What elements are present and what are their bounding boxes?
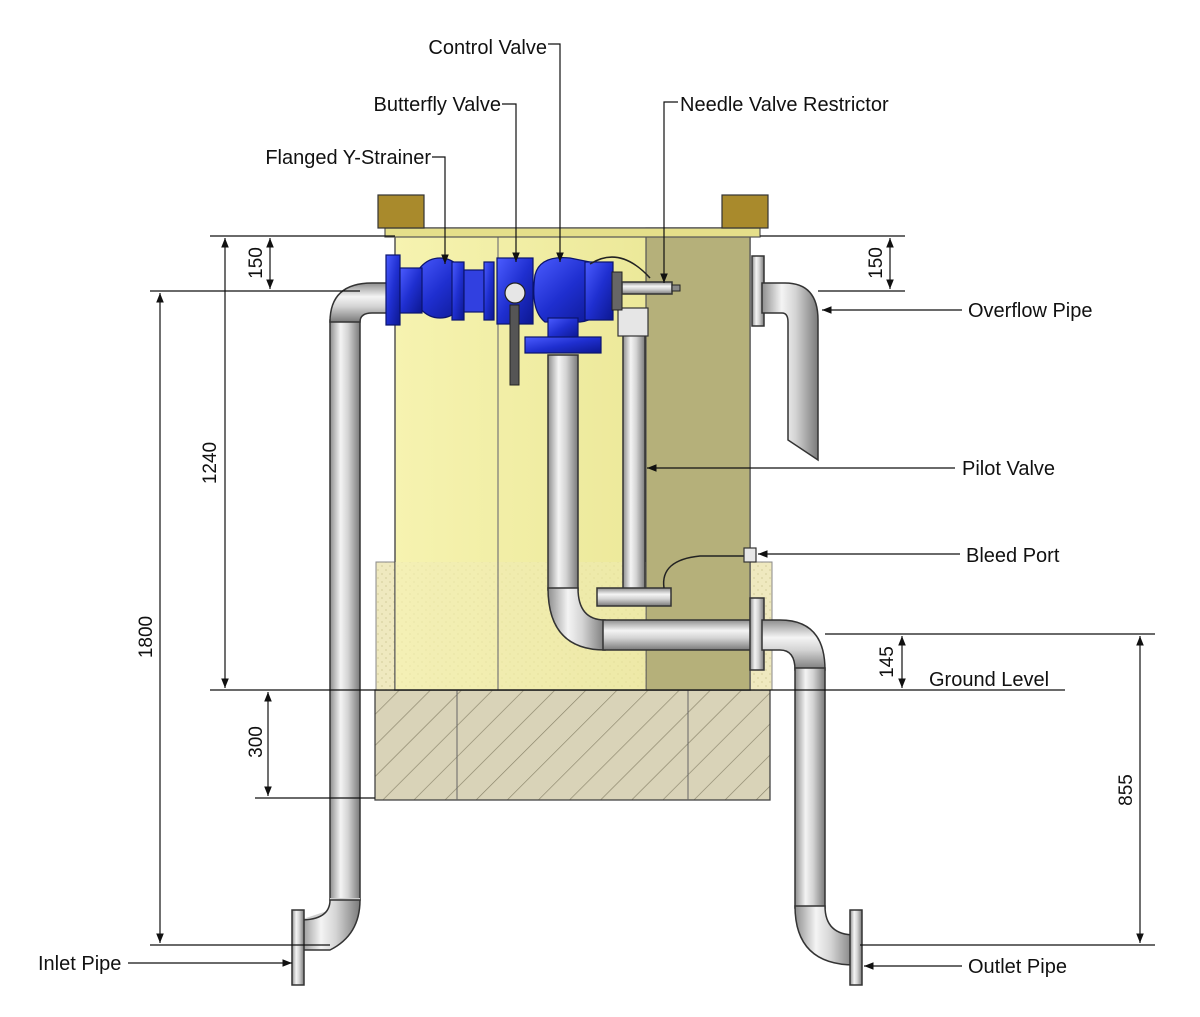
- dim-150-right-text: 150: [866, 247, 887, 279]
- inlet-pipe: [291, 254, 401, 986]
- outlet-pipe: [547, 354, 863, 986]
- valve-train: [399, 256, 681, 386]
- label-flanged-y-strainer: Flanged Y-Strainer: [265, 147, 431, 169]
- dim-150-left-text: 150: [246, 247, 267, 279]
- dimension-lines: [150, 235, 1155, 946]
- bleed-port-fitting: [743, 547, 757, 563]
- label-outlet-pipe: Outlet Pipe: [968, 956, 1067, 978]
- dim-300-text: 300: [246, 726, 267, 758]
- dim-855-text: 855: [1116, 774, 1137, 806]
- callout-leaders: [128, 43, 962, 970]
- lifting-block-right: [721, 194, 769, 229]
- dim-145-text: 145: [877, 646, 898, 678]
- label-ground-level: Ground Level: [929, 669, 1049, 691]
- dim-1800-text: 1800: [136, 616, 157, 658]
- pilot-valve-assembly: [596, 307, 757, 607]
- label-butterfly-valve: Butterfly Valve: [374, 94, 501, 116]
- label-bleed-port: Bleed Port: [966, 545, 1060, 567]
- label-control-valve: Control Valve: [428, 37, 547, 59]
- callout-labels: Control Valve Butterfly Valve Needle Val…: [38, 37, 1093, 978]
- dim-1240-text: 1240: [200, 442, 221, 484]
- lifting-block-left: [377, 194, 425, 229]
- overflow-pipe: [751, 255, 819, 462]
- dimension-values: 150 1240 1800 300 150 145 855: [136, 247, 1137, 806]
- concrete-foundation: [374, 689, 771, 801]
- label-inlet-pipe: Inlet Pipe: [38, 953, 121, 975]
- label-overflow-pipe: Overflow Pipe: [968, 300, 1093, 322]
- label-needle-valve-restrictor: Needle Valve Restrictor: [680, 94, 889, 116]
- label-pilot-valve: Pilot Valve: [962, 458, 1055, 480]
